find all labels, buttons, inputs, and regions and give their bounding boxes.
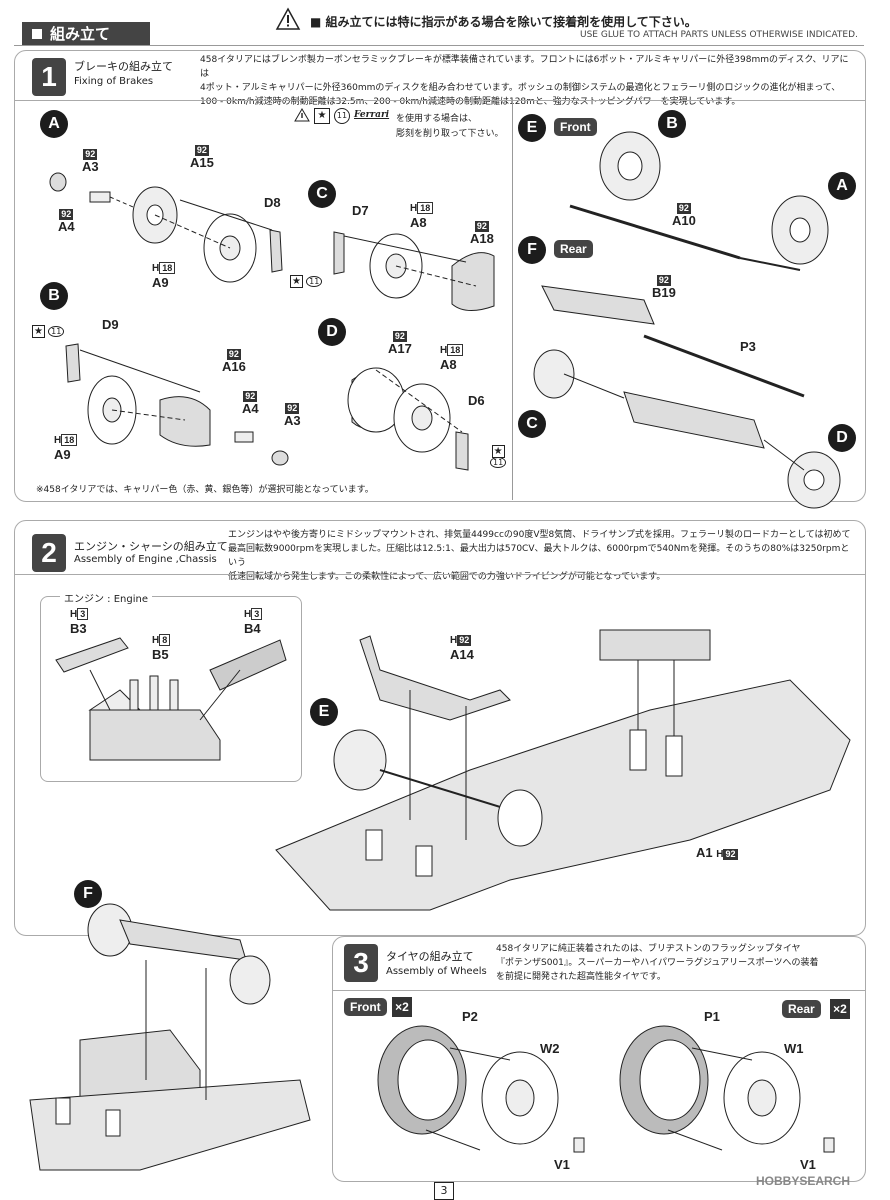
- step3-panel: [332, 936, 866, 1182]
- decal-note-line2: 彫刻を削り取って下さい。: [396, 129, 504, 139]
- front-wheel-drawing: [377, 1025, 585, 1153]
- callout-chassis-f: F: [74, 880, 102, 908]
- part-d9-label: D9: [102, 317, 119, 332]
- star-decal-d-icon: ★11: [490, 445, 507, 468]
- star-decal-c-icon: ★ 11: [290, 275, 323, 288]
- callout-c: C: [308, 180, 336, 208]
- step1-title-en: Fixing of Brakes: [74, 76, 154, 87]
- rear-wheel-drawing: [619, 1025, 835, 1153]
- callout-f: F: [518, 236, 546, 264]
- part-d6-label: D6: [468, 393, 485, 408]
- step1-title-jp: ブレーキの組み立て: [74, 60, 173, 73]
- callout-d: D: [318, 318, 346, 346]
- square-icon: [32, 29, 42, 39]
- callout-e-a: A: [828, 172, 856, 200]
- step2-description: エンジンはやや後方寄りにミドシップマウントされ、排気量4499ccの90度V型8…: [228, 530, 851, 582]
- step3-title-jp: タイヤの組み立て: [386, 950, 474, 963]
- step2-number: 2: [32, 534, 66, 572]
- glue-warning-jp: ■ 組み立てには特に指示がある場合を除いて接着剤を使用して下さい。: [310, 15, 697, 29]
- warning-triangle-small-icon: [294, 108, 310, 122]
- part-d8-label: D8: [264, 195, 281, 210]
- brake-assembly-d-drawing: [347, 367, 469, 471]
- star-decal-icon: ★: [314, 108, 330, 124]
- callout-f-c: C: [518, 410, 546, 438]
- callout-chassis-e: E: [310, 698, 338, 726]
- engine-inset-title: エンジン : Engine: [60, 590, 152, 605]
- step3-title-en: Assembly of Wheels: [386, 966, 487, 977]
- step1-footnote: ※458イタリアでは、キャリパー色（赤、黄、銀色等）が選択可能となっています。: [36, 485, 374, 495]
- front-wheel-label: Front: [344, 998, 387, 1016]
- rear-label: Rear: [554, 240, 593, 258]
- step2-title-en: Assembly of Engine ,Chassis: [74, 554, 217, 565]
- rear-wheel-label: Rear: [782, 1000, 821, 1018]
- part-p2-label: P2: [462, 1009, 478, 1024]
- step2-panel: [14, 520, 866, 936]
- glue-warning-en: USE GLUE TO ATTACH PARTS UNLESS OTHERWIS…: [580, 30, 858, 40]
- step3-number: 3: [344, 944, 378, 982]
- callout-e-b: B: [658, 110, 686, 138]
- rear-axle-drawing: [533, 285, 841, 509]
- decal-note-line1: を使用する場合は、: [396, 114, 478, 124]
- step1-divider-vertical: [512, 100, 513, 500]
- step1-description: 458イタリアにはブレンボ製カーボンセラミックブレーキが標準装備されています。フ…: [200, 55, 849, 107]
- brake-assembly-b-drawing: [65, 343, 289, 466]
- rear-qty-badge: ×2: [830, 999, 850, 1019]
- page-number: 3: [434, 1182, 454, 1200]
- warning-triangle-icon: [275, 7, 301, 30]
- engine-inset-box: [40, 596, 302, 782]
- callout-f-d: D: [828, 424, 856, 452]
- part-v1-label: V1: [554, 1157, 570, 1172]
- section-title: 組み立て: [22, 22, 150, 46]
- part-v1-rear-label: V1: [800, 1157, 816, 1172]
- step3-description: 458イタリアに純正装着されたのは、ブリヂストンのフラッグシップタイヤ 『ポテン…: [496, 944, 819, 982]
- brake-assembly-c-drawing: [333, 231, 495, 311]
- rear-chassis-drawing: [29, 903, 311, 1171]
- hobbysearch-watermark: HOBBYSEARCH: [756, 1174, 851, 1188]
- front-label: Front: [554, 118, 597, 136]
- step3-divider: [332, 990, 866, 991]
- callout-b: B: [40, 282, 68, 310]
- star-decal-b-icon: ★ 11: [32, 325, 65, 338]
- header-rule: [14, 45, 864, 46]
- step2-divider: [14, 574, 866, 575]
- part-p3-label: P3: [740, 339, 756, 354]
- part-p1-label: P1: [704, 1009, 720, 1024]
- part-w1-label: W1: [784, 1041, 804, 1056]
- brake-assembly-a-drawing: [49, 172, 283, 283]
- chassis-drawing: [275, 629, 851, 911]
- front-axle-drawing: [569, 131, 829, 271]
- part-d7-label: D7: [352, 203, 369, 218]
- step1-divider-top: [14, 100, 866, 101]
- step1-panel: [14, 50, 866, 502]
- step2-title-jp: エンジン・シャーシの組み立て: [74, 540, 228, 553]
- part-w2-label: W2: [540, 1041, 560, 1056]
- decal-number: 11: [334, 108, 350, 124]
- callout-a: A: [40, 110, 68, 138]
- front-qty-badge: ×2: [392, 997, 412, 1017]
- callout-e: E: [518, 114, 546, 142]
- engine-drawing: [55, 637, 287, 761]
- step1-number: 1: [32, 58, 66, 96]
- ferrari-logo: Ferrari: [354, 110, 390, 120]
